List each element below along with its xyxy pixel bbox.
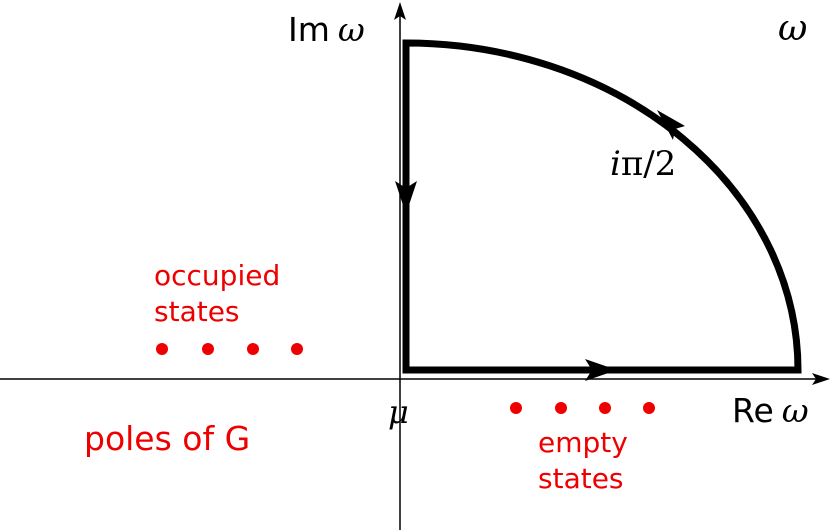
empty-pole	[599, 402, 611, 414]
empty-states-line2: states	[538, 462, 624, 495]
contour-arrow-bottom	[585, 359, 617, 381]
contour-path	[402, 39, 802, 374]
empty-poles	[510, 402, 655, 414]
real-axis-omega: ω	[782, 391, 809, 430]
plane-label: ω	[778, 8, 807, 49]
arc-label-pi-half: π/2	[621, 144, 676, 184]
imag-axis-arrowhead	[394, 2, 406, 20]
poles-of-g-label: poles of G	[84, 419, 250, 458]
real-axis-prefix: Re	[732, 391, 774, 430]
imag-axis-prefix: Im	[288, 10, 330, 49]
empty-states-line1: empty	[538, 426, 628, 459]
empty-states-label: empty states	[538, 426, 637, 495]
empty-pole	[510, 402, 522, 414]
mu-label: μ	[388, 393, 409, 431]
occupied-pole	[291, 343, 303, 355]
empty-pole	[643, 402, 655, 414]
imag-axis-omega: ω	[338, 10, 365, 49]
occupied-states-line1: occupied	[154, 259, 280, 292]
occupied-states-label: occupied states	[154, 259, 289, 328]
contour-arrow-arc	[657, 110, 685, 140]
empty-pole	[555, 402, 567, 414]
contour-arrow-left	[395, 181, 417, 214]
integration-contour	[395, 39, 802, 381]
arc-label: iπ/2	[610, 144, 676, 184]
real-axis-arrowhead	[812, 373, 830, 385]
arc-label-i: i	[610, 144, 621, 184]
occupied-pole	[156, 343, 168, 355]
occupied-poles	[156, 343, 303, 355]
occupied-states-line2: states	[154, 295, 240, 328]
occupied-pole	[202, 343, 214, 355]
occupied-pole	[247, 343, 259, 355]
